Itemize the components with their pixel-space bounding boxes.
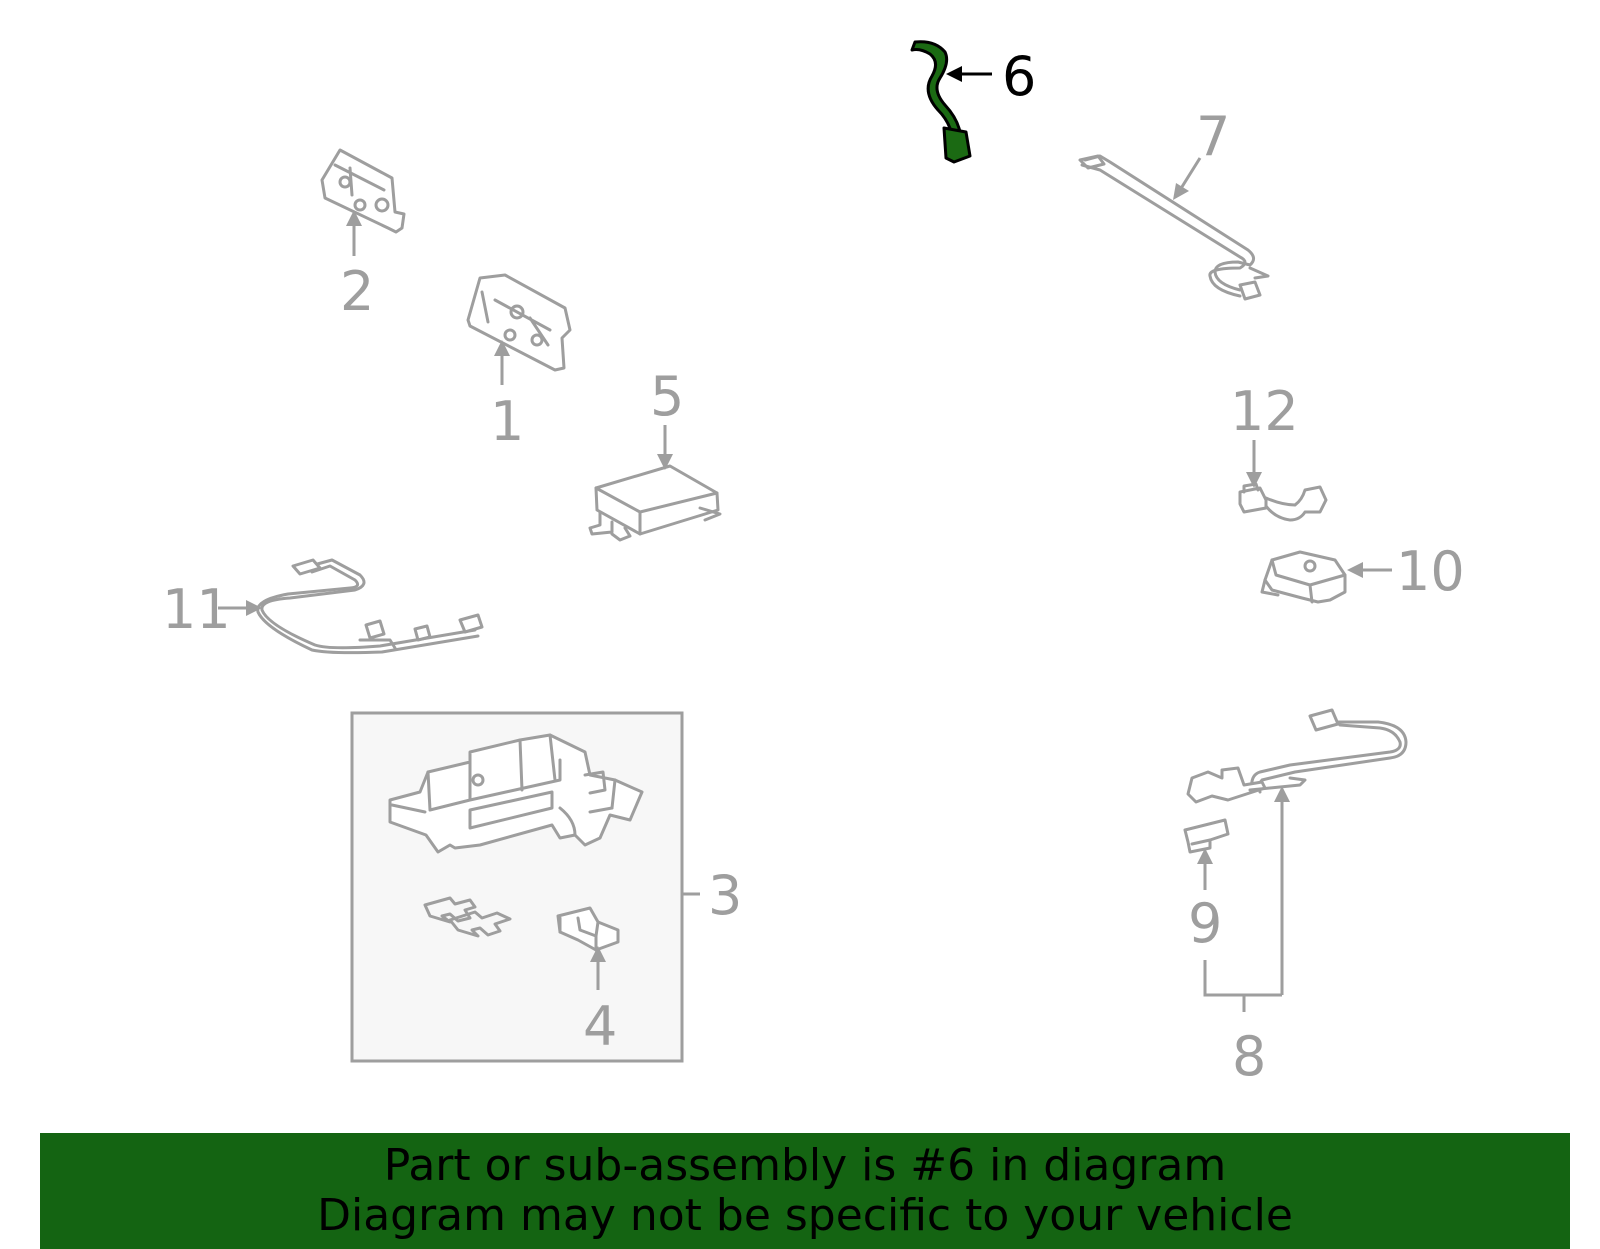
callout-5-leader xyxy=(657,425,673,470)
part-3-clips[interactable] xyxy=(423,896,512,938)
callout-10[interactable]: 10 xyxy=(1396,540,1465,603)
callout-6[interactable]: 6 xyxy=(1002,45,1036,108)
part-4-clip[interactable] xyxy=(556,906,620,952)
callout-6-leader xyxy=(946,66,992,82)
callout-8-leader xyxy=(1203,786,1290,1012)
part-7-cable[interactable] xyxy=(1078,154,1270,301)
part-11-wire-harness[interactable] xyxy=(256,558,484,655)
callout-11[interactable]: 11 xyxy=(162,578,231,641)
callout-4[interactable]: 4 xyxy=(583,995,617,1058)
callout-5[interactable]: 5 xyxy=(650,365,684,428)
callout-1-leader xyxy=(494,340,510,385)
callout-12-leader xyxy=(1246,440,1262,488)
callout-11-leader xyxy=(218,600,262,616)
part-9-clip[interactable] xyxy=(1183,818,1230,854)
callout-8[interactable]: 8 xyxy=(1232,1025,1266,1088)
part-5-module[interactable] xyxy=(588,464,722,542)
part-12-connector[interactable] xyxy=(1238,482,1328,522)
callout-1[interactable]: 1 xyxy=(490,390,524,453)
info-banner: Part or sub-assembly is #6 in diagram Di… xyxy=(40,1133,1570,1249)
part-2-bracket[interactable] xyxy=(320,148,406,234)
part-8-harness[interactable] xyxy=(1186,708,1408,804)
part-3-assembly[interactable] xyxy=(388,733,644,854)
part-1-bracket[interactable] xyxy=(466,273,572,372)
callout-12[interactable]: 12 xyxy=(1230,380,1299,443)
callout-2[interactable]: 2 xyxy=(340,260,374,323)
callout-7-leader xyxy=(1173,157,1202,200)
callout-3[interactable]: 3 xyxy=(708,864,742,927)
callout-9[interactable]: 9 xyxy=(1188,892,1222,955)
banner-line-2: Diagram may not be specific to your vehi… xyxy=(317,1190,1293,1241)
callout-9-leader xyxy=(1197,848,1213,890)
banner-line-1: Part or sub-assembly is #6 in diagram xyxy=(383,1140,1227,1191)
part-6-wire[interactable] xyxy=(910,40,972,164)
callout-2-leader xyxy=(346,210,362,256)
part-10-motor[interactable] xyxy=(1260,550,1347,604)
callout-10-leader xyxy=(1347,562,1392,578)
callout-4-leader xyxy=(590,946,606,990)
callout-7[interactable]: 7 xyxy=(1196,105,1230,168)
